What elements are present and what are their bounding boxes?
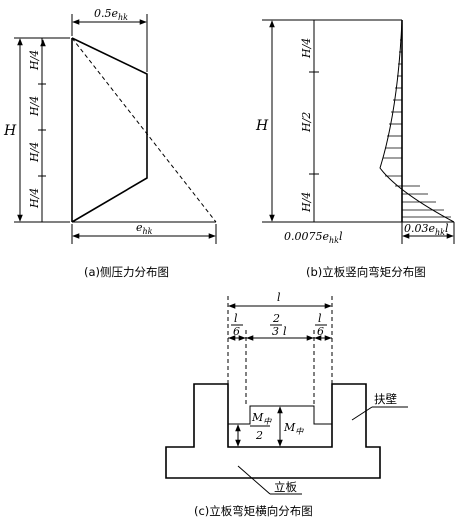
bottom-right-label-b: 0.03ehkl bbox=[404, 222, 449, 237]
trapezoid-pressure bbox=[71, 37, 148, 223]
segment-label-a3: H/4 bbox=[28, 142, 41, 163]
svg-text:l: l bbox=[283, 325, 287, 338]
svg-text:M中: M中 bbox=[251, 411, 272, 426]
label-plate: 立板 bbox=[274, 480, 297, 494]
segment-label-b1: H/4 bbox=[300, 38, 313, 59]
moment-step bbox=[228, 405, 332, 425]
svg-text:l: l bbox=[234, 312, 238, 325]
caption-c: (c)立板弯矩横向分布图 bbox=[194, 504, 313, 518]
svg-text:6: 6 bbox=[233, 325, 240, 338]
span-label: l bbox=[277, 291, 281, 304]
segment-label-b3: H/4 bbox=[300, 192, 313, 213]
segment-label-b2: H/2 bbox=[300, 112, 313, 133]
total-height-label-b: H bbox=[255, 118, 269, 134]
bottom-dim-label: ehk bbox=[136, 221, 153, 236]
moment-curve bbox=[379, 19, 455, 223]
structure-outline bbox=[165, 383, 381, 479]
segment-label-a1: H/4 bbox=[28, 50, 41, 71]
triangle-pressure-dashed bbox=[71, 37, 217, 223]
caption-b: (b)立板竖向弯矩分布图 bbox=[306, 265, 426, 279]
m-mid-label: M中 bbox=[283, 421, 304, 436]
leader-plate bbox=[237, 465, 271, 495]
svg-text:2: 2 bbox=[272, 312, 280, 325]
bottom-left-label-b: 0.0075ehkl bbox=[284, 230, 343, 245]
top-dim-label: 0.5ehk bbox=[94, 7, 128, 22]
m-half-label: M中 2 bbox=[250, 411, 272, 442]
moment-hatching bbox=[383, 39, 451, 218]
segment-label-a4: H/4 bbox=[28, 188, 41, 209]
svg-text:2: 2 bbox=[255, 429, 263, 442]
frac-right: l 6 bbox=[315, 312, 327, 338]
frac-mid: 2 3 l bbox=[270, 312, 287, 338]
panel-a-lateral-pressure: 0.5ehk ehk H H/4 H/4 H/4 H/4 (a)侧压力分布图 bbox=[3, 7, 217, 279]
svg-text:6: 6 bbox=[317, 325, 324, 338]
caption-a: (a)侧压力分布图 bbox=[84, 265, 169, 279]
total-height-label-a: H bbox=[3, 123, 17, 139]
leader-counterfort bbox=[351, 406, 373, 421]
svg-text:l: l bbox=[318, 312, 322, 325]
segment-label-a2: H/4 bbox=[28, 96, 41, 117]
frac-left: l 6 bbox=[231, 312, 243, 338]
panel-b-vertical-moment: H H/4 H/2 H/4 bbox=[255, 19, 455, 279]
label-counterfort: 扶壁 bbox=[374, 392, 397, 406]
svg-text:3: 3 bbox=[272, 325, 279, 338]
panel-c-horizontal-moment: l l 6 2 3 l l 6 M中 bbox=[165, 291, 408, 518]
